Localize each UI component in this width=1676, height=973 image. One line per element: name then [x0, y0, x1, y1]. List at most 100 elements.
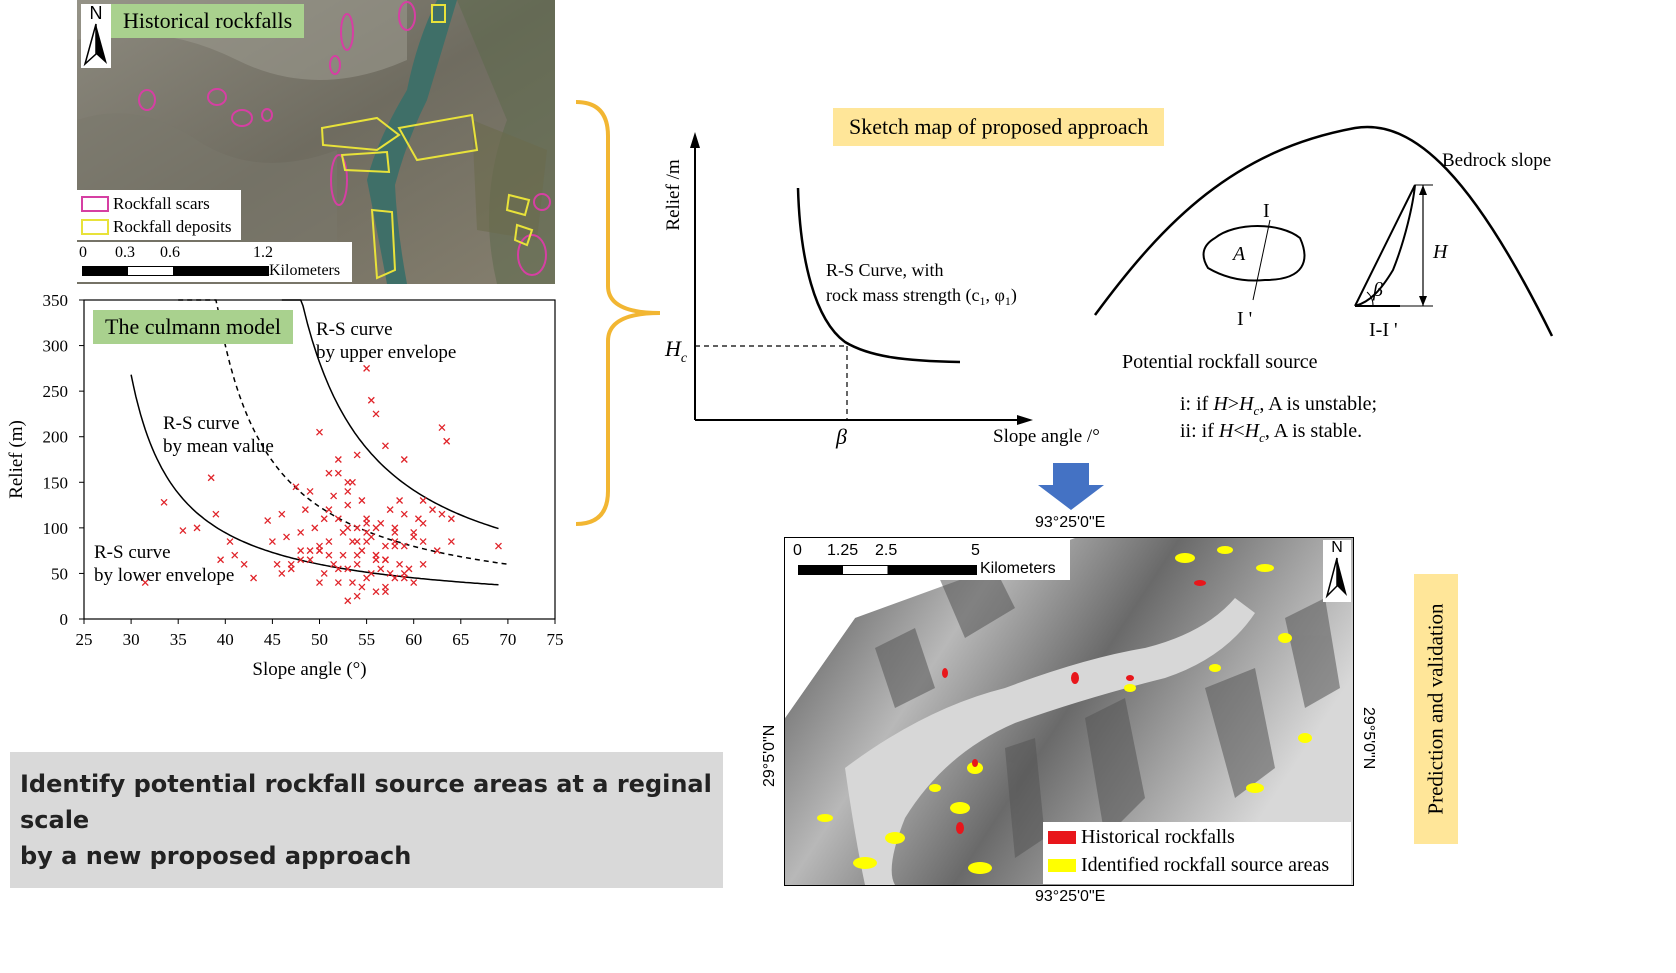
- y-axis-arrow-icon: [690, 132, 700, 148]
- north-label: N: [89, 3, 103, 23]
- data-point: [363, 538, 371, 545]
- north2-label: N: [1331, 539, 1343, 556]
- prediction-validation-box: Prediction and validation: [1414, 574, 1458, 844]
- data-point: [240, 560, 248, 568]
- data-point: [353, 538, 361, 545]
- y-tick-label: 200: [43, 428, 69, 447]
- y-tick-label: 100: [43, 519, 69, 538]
- data-point: [297, 556, 305, 564]
- x-axis-label: Slope angle (°): [252, 659, 366, 680]
- source-area-shape: [1202, 225, 1306, 282]
- section-label: I-I ': [1369, 319, 1398, 341]
- data-point: [193, 524, 201, 532]
- data-point: [344, 487, 352, 495]
- data-point: [334, 515, 342, 523]
- data-point: [339, 551, 347, 559]
- bedrock-slope-line: [1093, 125, 1554, 337]
- data-point: [212, 510, 220, 518]
- culmann-model-title: The culmann model: [93, 310, 293, 344]
- data-point: [273, 560, 281, 568]
- data-point: [330, 492, 338, 500]
- data-point: [141, 579, 149, 587]
- y-tick-label: 150: [43, 473, 69, 492]
- legend-deposits-label: Rockfall deposits: [113, 217, 232, 236]
- scale-tick-3: 1.2: [253, 244, 273, 261]
- y-tick-label: 0: [60, 610, 69, 629]
- identified-swatch: [1048, 859, 1076, 872]
- data-point: [344, 597, 352, 605]
- data-point: [396, 497, 404, 504]
- height-label: H: [1432, 241, 1449, 263]
- data-point: [363, 519, 371, 527]
- data-point: [419, 560, 427, 568]
- historical-rockfalls-title: Historical rockfalls: [111, 4, 305, 38]
- data-point: [268, 538, 276, 545]
- curve-mean-line2: by mean value: [163, 436, 274, 457]
- map1-scalebar: 0 0.3 0.6 1.2 Kilometers: [77, 242, 352, 282]
- data-point: [391, 542, 399, 550]
- data-point: [391, 528, 399, 536]
- legend-scars-label: Rockfall scars: [113, 194, 210, 213]
- scar-1: [340, 13, 354, 51]
- deposit-3: [340, 150, 391, 174]
- data-point: [363, 528, 371, 536]
- curve-label-1: R-S Curve, with: [826, 260, 944, 280]
- deposits-swatch: [81, 219, 109, 235]
- y-tick-label: 50: [51, 564, 68, 583]
- data-point: [377, 565, 385, 573]
- x-tick-label: 55: [358, 630, 375, 649]
- data-point: [160, 498, 168, 506]
- data-point: [447, 515, 455, 523]
- scale-bar: [82, 266, 269, 276]
- deposit-4: [370, 208, 397, 280]
- data-point: [381, 556, 389, 564]
- chart-points: [141, 365, 502, 605]
- curve-mean-line1: R-S curve: [163, 413, 240, 434]
- data-point: [447, 538, 455, 545]
- chart-curves: [130, 299, 509, 586]
- down-arrow-icon: [1038, 463, 1104, 510]
- data-point: [495, 542, 502, 550]
- x-axis-arrow-icon: [1017, 415, 1033, 425]
- data-point: [325, 551, 333, 559]
- sketch-ylabel: Relief /m: [663, 159, 684, 230]
- data-point: [372, 588, 380, 596]
- x-tick-label: 75: [547, 630, 564, 649]
- x-tick-label: 65: [452, 630, 469, 649]
- mean-envelope-curve: [178, 299, 509, 566]
- data-point: [334, 579, 342, 587]
- data-point: [344, 501, 352, 509]
- data-point: [334, 565, 342, 573]
- north-arrow-icon: [83, 23, 107, 67]
- data-point: [353, 560, 361, 568]
- historical-rockfall-areas: [942, 580, 1206, 834]
- north-arrow-2-icon: [1325, 557, 1347, 599]
- north-arrow: N: [81, 4, 111, 68]
- summary-line-2: by a new proposed approach: [20, 842, 412, 870]
- data-point: [367, 396, 375, 404]
- scale2-bar: [798, 565, 977, 575]
- data-point: [344, 565, 352, 573]
- data-point: [358, 497, 366, 504]
- curve-upper-line2: by upper envelope: [316, 342, 457, 363]
- source-label: Potential rockfall source: [1122, 351, 1318, 373]
- y-tick-label: 350: [43, 291, 69, 310]
- data-point: [250, 574, 258, 582]
- hc-label: Hc: [664, 336, 688, 366]
- upper-envelope-curve: [281, 299, 499, 530]
- scar-7: [330, 154, 348, 206]
- scar-4: [231, 109, 253, 127]
- scale2-tick-0: 0: [793, 542, 802, 559]
- curve-lower-label: R-S curve by lower envelope: [94, 541, 234, 587]
- data-point: [353, 592, 361, 600]
- scale-tick-0: 0: [79, 244, 87, 261]
- data-point: [179, 527, 187, 535]
- sketch-rs-curve: [796, 187, 961, 364]
- map1-legend: Rockfall scars Rockfall deposits: [77, 190, 241, 240]
- data-point: [381, 588, 389, 596]
- data-point: [292, 483, 300, 491]
- data-point: [372, 410, 380, 418]
- deposit-2: [397, 113, 479, 162]
- data-point: [358, 583, 366, 591]
